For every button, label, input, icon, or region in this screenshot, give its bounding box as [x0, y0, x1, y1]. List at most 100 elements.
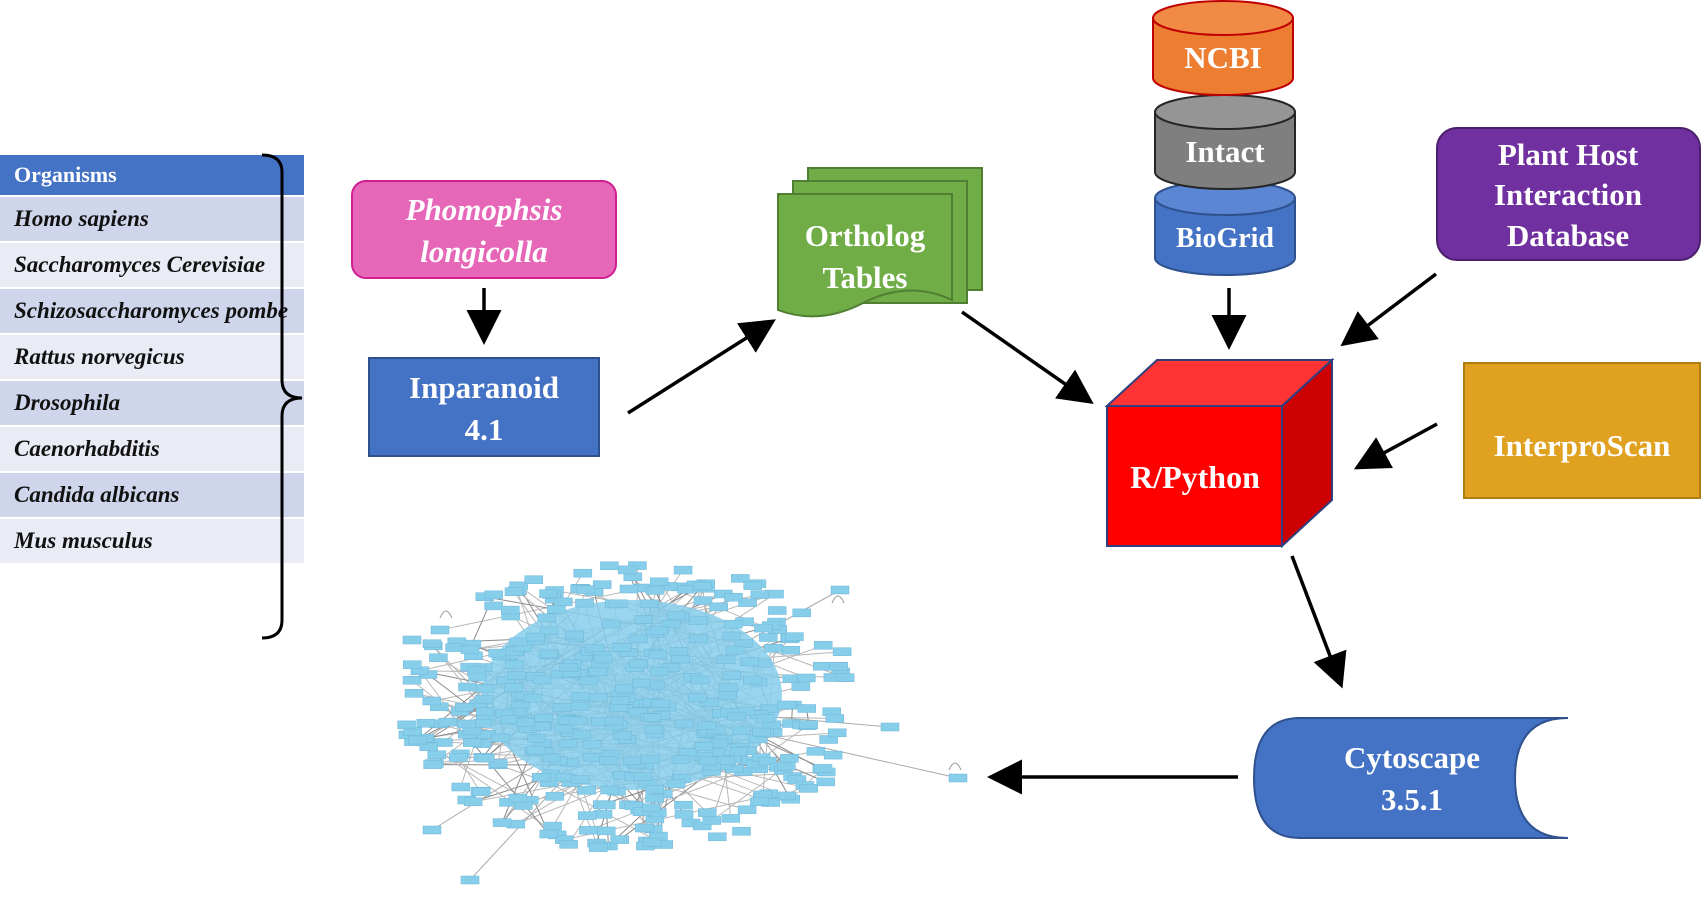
network-node: [948, 773, 968, 783]
network-node: [688, 693, 707, 703]
network-node: [416, 718, 436, 728]
network-node: [724, 592, 743, 602]
organism-cell: Mus musculus: [0, 518, 304, 565]
arrow-inparanoid-to-ortholog: [627, 319, 776, 415]
network-node: [613, 731, 633, 740]
organism-cell: Rattus norvegicus: [0, 334, 304, 381]
network-node: [797, 704, 816, 713]
network-node: [792, 608, 811, 618]
network-node: [674, 810, 694, 819]
network-node: [669, 647, 689, 656]
network-node: [523, 693, 543, 703]
organism-cell: Drosophila: [0, 380, 304, 427]
network-node: [694, 742, 714, 751]
network-node: [740, 657, 759, 667]
network-node: [629, 659, 648, 668]
network-node: [402, 676, 422, 685]
network-node: [674, 719, 694, 729]
arrow-interproscan-to-rpython: [1353, 422, 1438, 470]
network-node: [593, 810, 613, 819]
arrow-rpython-to-cytoscape: [1290, 555, 1347, 689]
organisms-table-row: Caenorhabditis: [0, 426, 304, 473]
network-node: [460, 875, 480, 885]
network-node: [484, 590, 503, 600]
network-edge: [427, 674, 486, 719]
network-node: [537, 613, 556, 623]
intact-label: Intact: [1185, 134, 1265, 169]
network-node: [698, 756, 718, 766]
network-node: [731, 574, 750, 583]
network-node: [791, 682, 811, 691]
network-node: [604, 716, 624, 726]
network-node: [430, 625, 450, 635]
network-node: [813, 641, 833, 650]
network-node: [690, 675, 710, 685]
network-node: [526, 745, 546, 755]
organisms-table-row: Rattus norvegicus: [0, 334, 304, 381]
network-node: [671, 654, 690, 664]
organism-cell: Candida albicans: [0, 472, 304, 519]
network-node: [611, 696, 630, 705]
network-self-loop: [831, 595, 845, 604]
network-node: [777, 762, 796, 771]
organisms-bracket: [261, 153, 303, 640]
network-node: [767, 606, 787, 615]
network-node: [835, 673, 855, 682]
network-node: [397, 720, 416, 730]
network-node: [506, 671, 526, 680]
plant-host-database-node: Plant Host Interaction Database: [1436, 127, 1701, 261]
organisms-table-row: Saccharomyces Cerevisiae: [0, 242, 304, 289]
network-node: [738, 598, 757, 607]
network-node: [827, 728, 847, 738]
network-node: [458, 682, 477, 692]
network-node: [644, 725, 664, 734]
network-node: [539, 589, 558, 598]
network-node: [628, 707, 648, 717]
network-node: [614, 683, 634, 693]
network-node: [492, 818, 512, 827]
network-node: [472, 787, 491, 796]
network-node: [429, 653, 448, 662]
organisms-table-header-row: Organisms: [0, 155, 304, 197]
network-node: [633, 772, 653, 781]
organisms-table: Organisms Homo sapiens Saccharomyces Cer…: [0, 155, 304, 565]
interproscan-label: InterproScan: [1494, 428, 1671, 463]
network-node: [661, 619, 681, 629]
network-node: [532, 773, 551, 782]
phomophsis-label-line2: longicolla: [420, 234, 547, 269]
network-node: [708, 832, 727, 842]
network-node: [813, 661, 832, 671]
ncbi-database: NCBI: [1152, 0, 1294, 96]
network-node: [757, 756, 777, 766]
network-node: [700, 698, 720, 707]
network-node: [692, 821, 712, 831]
network-node: [505, 660, 524, 669]
network-node: [472, 719, 492, 728]
network-node: [829, 662, 848, 671]
network-node: [673, 565, 693, 575]
network-node: [599, 756, 618, 765]
network-node: [454, 702, 474, 712]
network-node: [648, 650, 668, 659]
network-node: [689, 616, 708, 625]
network-node: [725, 645, 745, 655]
network-node: [504, 683, 523, 692]
network-node: [718, 691, 737, 700]
rpython-cube-node: R/Python: [1104, 357, 1335, 549]
network-node: [785, 632, 804, 641]
network-node: [527, 734, 546, 743]
organisms-table-header: Organisms: [0, 155, 304, 197]
network-node: [737, 805, 757, 815]
organisms-table-row: Mus musculus: [0, 518, 304, 565]
network-node: [640, 754, 660, 764]
network-node: [457, 719, 476, 729]
network-node: [643, 838, 662, 847]
network-node: [488, 648, 507, 658]
network-node: [702, 816, 721, 825]
network-node: [724, 619, 743, 629]
network-node: [582, 740, 602, 749]
organisms-table-row: Homo sapiens: [0, 196, 304, 243]
network-node: [639, 599, 659, 609]
interproscan-node: InterproScan: [1463, 362, 1701, 499]
network-node: [516, 718, 535, 727]
